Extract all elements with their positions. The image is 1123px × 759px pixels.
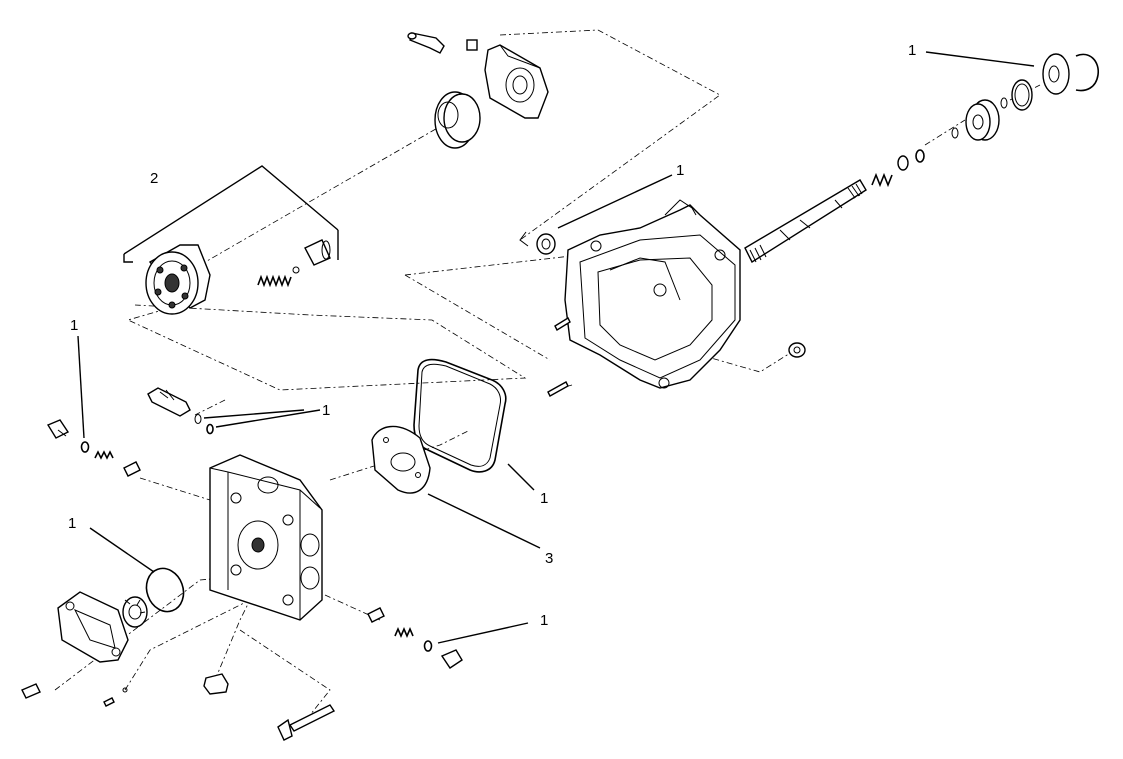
shaft-seal-ring: [1000, 53, 1100, 111]
callout-leaders: [77, 51, 1035, 644]
shaft-washers: [897, 127, 959, 171]
swashplate-bearing: [434, 91, 481, 149]
oring-lower-right: [423, 640, 433, 652]
housing-nut: [788, 342, 806, 358]
poppet-upper: [123, 461, 141, 477]
shaft-bearing: [965, 99, 1000, 141]
drain-plug: [203, 673, 229, 695]
cover-oring: [145, 567, 185, 613]
callout-1-cover-oring: 1: [68, 515, 76, 532]
control-lever: [407, 32, 445, 54]
charge-pump-cover: [57, 591, 129, 663]
port-plate: [371, 425, 431, 494]
callout-1-shaft-seal: 1: [676, 162, 684, 179]
callout-1-oring-pair: 1: [322, 402, 330, 419]
drive-shaft: [744, 179, 867, 264]
cover-screw: [21, 683, 41, 699]
relief-valve-plug-upper: [46, 419, 70, 439]
end-cap: [209, 454, 323, 621]
relief-spring-upper: [94, 450, 114, 460]
housing-gasket: [413, 358, 507, 473]
shaft-seal-1: [519, 231, 556, 255]
callout-1-oring-lower: 1: [540, 612, 548, 629]
small-pin-bottom: [103, 687, 128, 707]
relief-spring-lower: [394, 626, 414, 639]
housing-dowel-pins: [547, 317, 571, 397]
long-bolt: [277, 704, 336, 741]
callout-1-oring-left: 1: [70, 317, 78, 334]
relief-valve-plug-lower: [440, 649, 463, 669]
callout-2-cylinder-kit: 2: [150, 170, 158, 187]
oring-upper-left: [80, 441, 90, 453]
callout-labels: 1 1 2 1 1 1 3 1 1: [68, 42, 916, 629]
callout-1-bearing-seal: 1: [908, 42, 916, 59]
charge-pump-gerotor: [122, 596, 148, 628]
swashplate-bracket: [484, 44, 549, 119]
check-valve-cartridge: [147, 387, 191, 417]
shaft-spring: [871, 172, 893, 188]
callout-3-port-plate: 3: [545, 550, 553, 567]
piston-sleeve: [304, 239, 331, 266]
cylinder-block: [145, 244, 211, 315]
pump-housing: [564, 199, 741, 389]
piston-spring: [257, 266, 300, 288]
callout-1-gasket: 1: [540, 490, 548, 507]
key-block: [466, 39, 478, 51]
bracket-2: [123, 165, 339, 263]
oring-pair-upper: [194, 414, 214, 435]
poppet-lower: [367, 607, 385, 623]
